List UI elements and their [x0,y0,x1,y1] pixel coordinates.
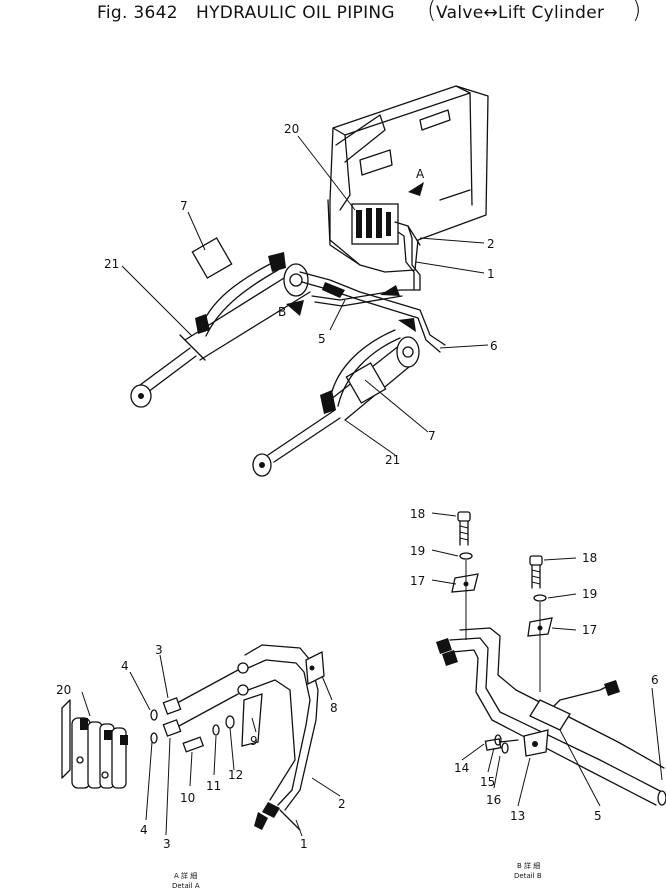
callout-5: 5 [318,332,326,346]
label-16: 16 [486,793,501,807]
label-13: 13 [510,809,525,823]
label-4-a-lower: 4 [140,823,148,837]
callout-21-right: 21 [385,453,400,467]
bolts-detail-b [457,511,547,602]
detail-a-labels: 20 4 3 4 3 10 11 12 9 8 2 1 [56,643,346,851]
label-1-a: 1 [300,837,308,851]
callout-1: 1 [487,267,495,281]
label-3-a-lower: 3 [163,837,171,851]
lift-cylinder-right [252,318,420,477]
arrow-a-icon [408,182,424,196]
label-17-b-lower: 17 [582,623,597,637]
label-12: 12 [228,768,243,782]
control-valve [351,203,421,291]
label-20-a: 20 [56,683,71,697]
label-4-a-upper: 4 [121,659,129,673]
callout-20: 20 [284,122,299,136]
callout-21: 21 [104,257,119,271]
pipe-1-2 [237,644,319,831]
callout-leaders [121,135,489,456]
detail-a-caption-jp: A 詳 細 [174,871,197,880]
main-callout-labels: 20 A 2 1 7 21 B 5 6 7 21 [104,122,498,467]
callout-b: B [278,305,286,319]
detail-a-caption: Detail A [172,882,200,890]
callout-7-right: 7 [428,429,436,443]
bracket-detail-b [484,729,549,757]
arrow-b-icon [286,300,304,316]
lift-cylinder-left [130,237,311,408]
label-8: 8 [330,701,338,715]
title-paren-close: ) [632,0,642,24]
callout-6: 6 [490,339,498,353]
label-11: 11 [206,779,221,793]
detail-a-leaders [81,654,341,837]
label-17-b-upper: 17 [410,574,425,588]
label-18-b-upper: 18 [410,507,425,521]
detail-b-caption-jp: B 詳 細 [517,861,540,870]
pipes-detail-b [436,627,666,806]
clamp-detail-a [241,650,325,747]
detail-b-view: 18 19 17 18 19 17 6 14 15 16 13 5 B 詳 細 … [410,507,666,880]
figure-subtitle: Valve↔Lift Cylinder [436,3,605,23]
label-2-a: 2 [338,797,346,811]
label-6-b: 6 [651,673,659,687]
callout-2: 2 [487,237,495,251]
label-10: 10 [180,791,195,805]
hydraulic-tank [327,85,489,273]
detail-b-leaders [431,512,663,807]
figure-title: Fig. 3642 HYDRAULIC OIL PIPING ( Valve↔L… [0,0,666,30]
callout-7: 7 [180,199,188,213]
cross-piping [299,271,446,353]
detail-a-view: 20 4 3 4 3 10 11 12 9 8 2 1 A 詳 細 Detail… [56,643,346,890]
label-9: 9 [250,734,258,748]
label-19-b-upper: 19 [410,544,425,558]
figure-main-title: HYDRAULIC OIL PIPING [196,3,395,23]
label-3-a-upper: 3 [155,643,163,657]
label-19-b-lower: 19 [582,587,597,601]
detail-b-caption: Detail B [514,872,542,880]
clamps-detail-b [451,560,553,692]
label-14: 14 [454,761,469,775]
label-18-b-lower: 18 [582,551,597,565]
callout-a: A [416,167,425,181]
main-assembly-view: 20 A 2 1 7 21 B 5 6 7 21 [104,85,498,477]
valve-detail [61,699,128,789]
label-15: 15 [480,775,495,789]
detail-b-labels: 18 19 17 18 19 17 6 14 15 16 13 5 [410,507,659,823]
fittings-detail-a [150,669,239,753]
title-paren-open: ( [427,0,437,24]
figure-number: Fig. 3642 [97,3,178,23]
label-5-b: 5 [594,809,602,823]
